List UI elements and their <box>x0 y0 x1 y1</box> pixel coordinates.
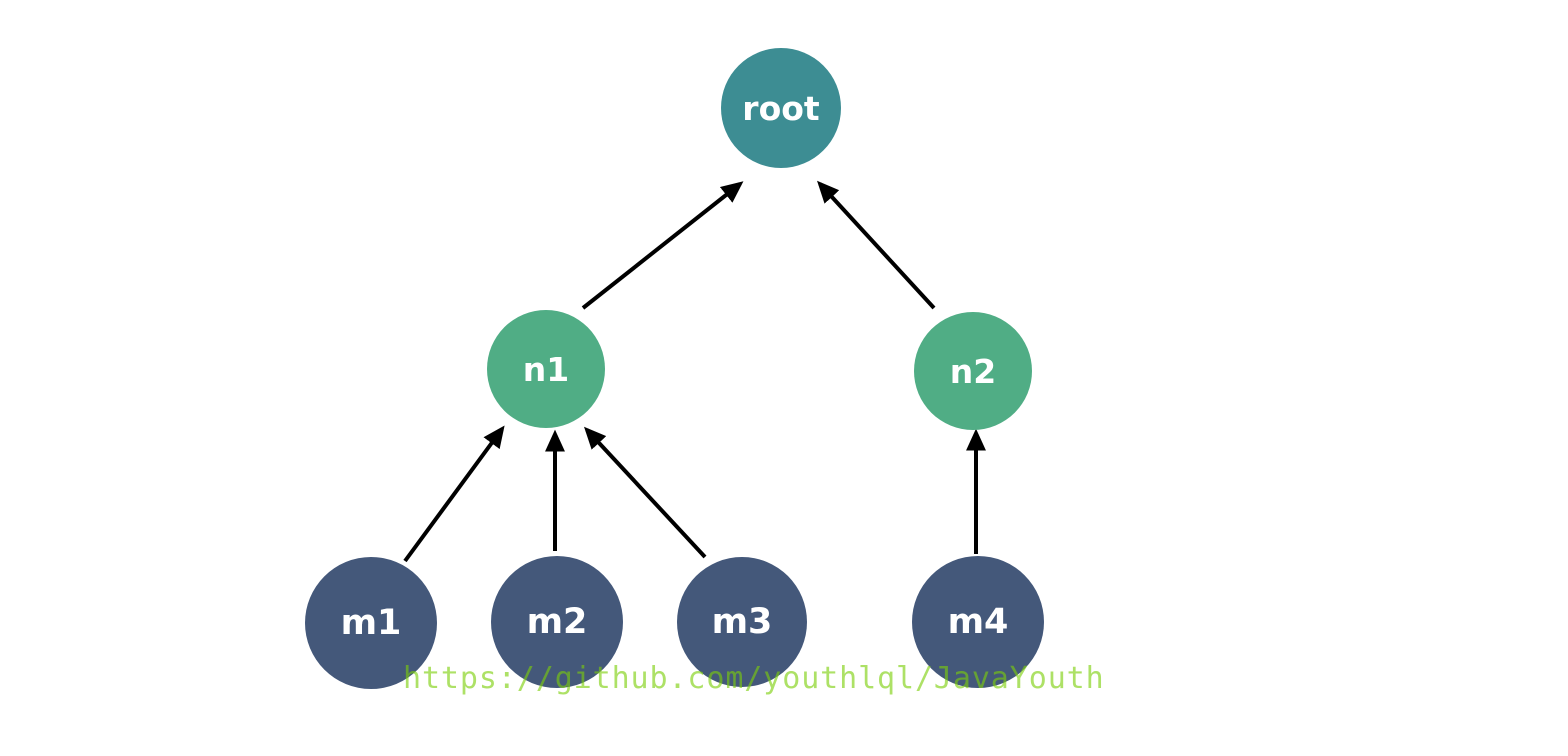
node-label: n1 <box>522 349 570 389</box>
edge-m1-to-n1 <box>403 425 505 563</box>
edge-n2-to-root <box>817 180 936 310</box>
node-n2: n2 <box>914 312 1032 430</box>
node-label: m1 <box>340 603 402 643</box>
node-n1: n1 <box>487 310 605 428</box>
node-m2: m2 <box>491 556 623 688</box>
node-root: root <box>721 48 841 168</box>
node-m3: m3 <box>677 557 807 687</box>
node-m4: m4 <box>912 556 1044 688</box>
edge-m3-to-n1 <box>584 426 707 559</box>
node-label: m4 <box>947 602 1009 642</box>
node-label: root <box>742 88 820 128</box>
node-label: m2 <box>526 602 588 642</box>
edge-n1-to-root <box>581 181 744 310</box>
node-m1: m1 <box>305 557 437 689</box>
node-label: n2 <box>949 351 997 391</box>
node-label: m3 <box>711 602 773 642</box>
